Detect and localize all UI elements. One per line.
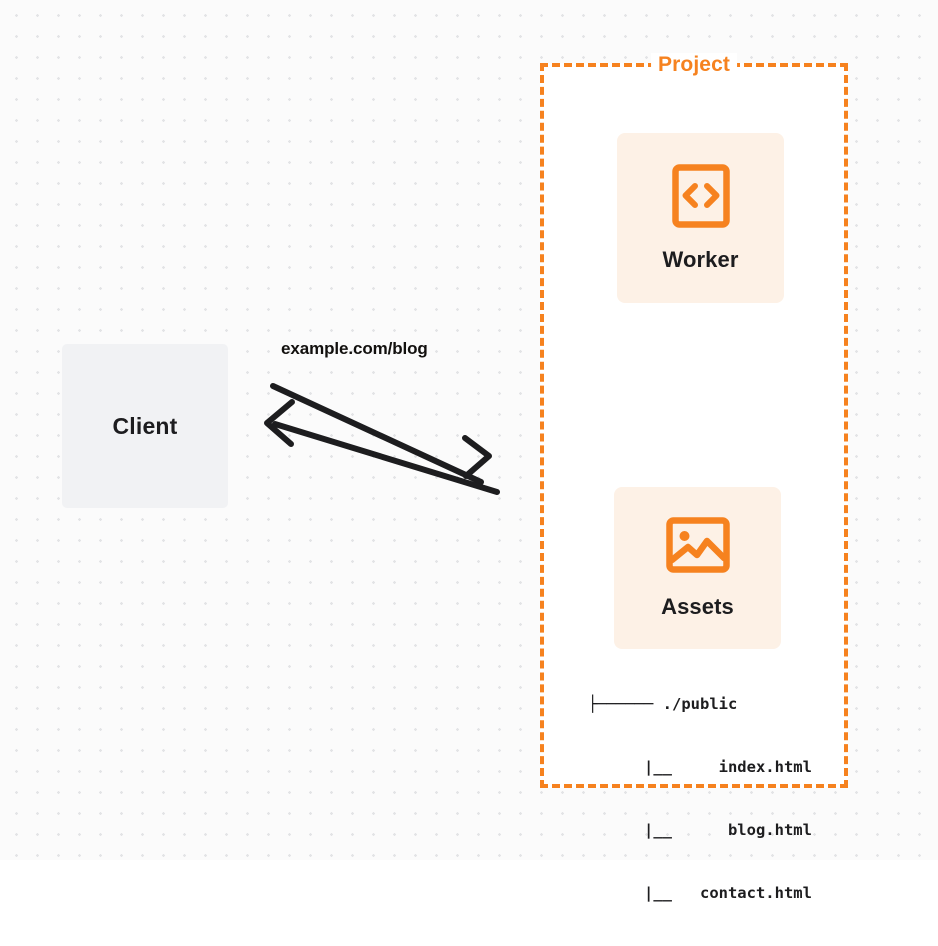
client-node[interactable]: Client <box>62 344 228 508</box>
request-arrow <box>270 383 492 485</box>
tree-line-blog: |__ blog.html <box>588 821 812 839</box>
tree-line-contact: |__ contact.html <box>588 884 812 902</box>
image-icon <box>665 516 730 578</box>
worker-label: Worker <box>662 246 739 272</box>
worker-card[interactable]: Worker <box>617 133 784 303</box>
client-label: Client <box>112 412 178 439</box>
diagram-canvas: Client example.com/blog Project <box>0 0 938 902</box>
project-group[interactable]: Project Worker Assets <box>540 53 848 902</box>
assets-card[interactable]: Assets <box>614 487 781 649</box>
connection-url-label: example.com/blog <box>281 339 428 358</box>
response-arrow <box>264 399 500 495</box>
code-brackets-icon <box>671 163 730 233</box>
project-title: Project <box>651 53 737 77</box>
tree-line-index: |__ index.html <box>588 758 812 776</box>
assets-label: Assets <box>661 593 734 619</box>
assets-file-tree: ├────── ./public |__ index.html |__ blog… <box>588 652 812 946</box>
tree-line-root: ├────── ./public <box>588 695 738 713</box>
